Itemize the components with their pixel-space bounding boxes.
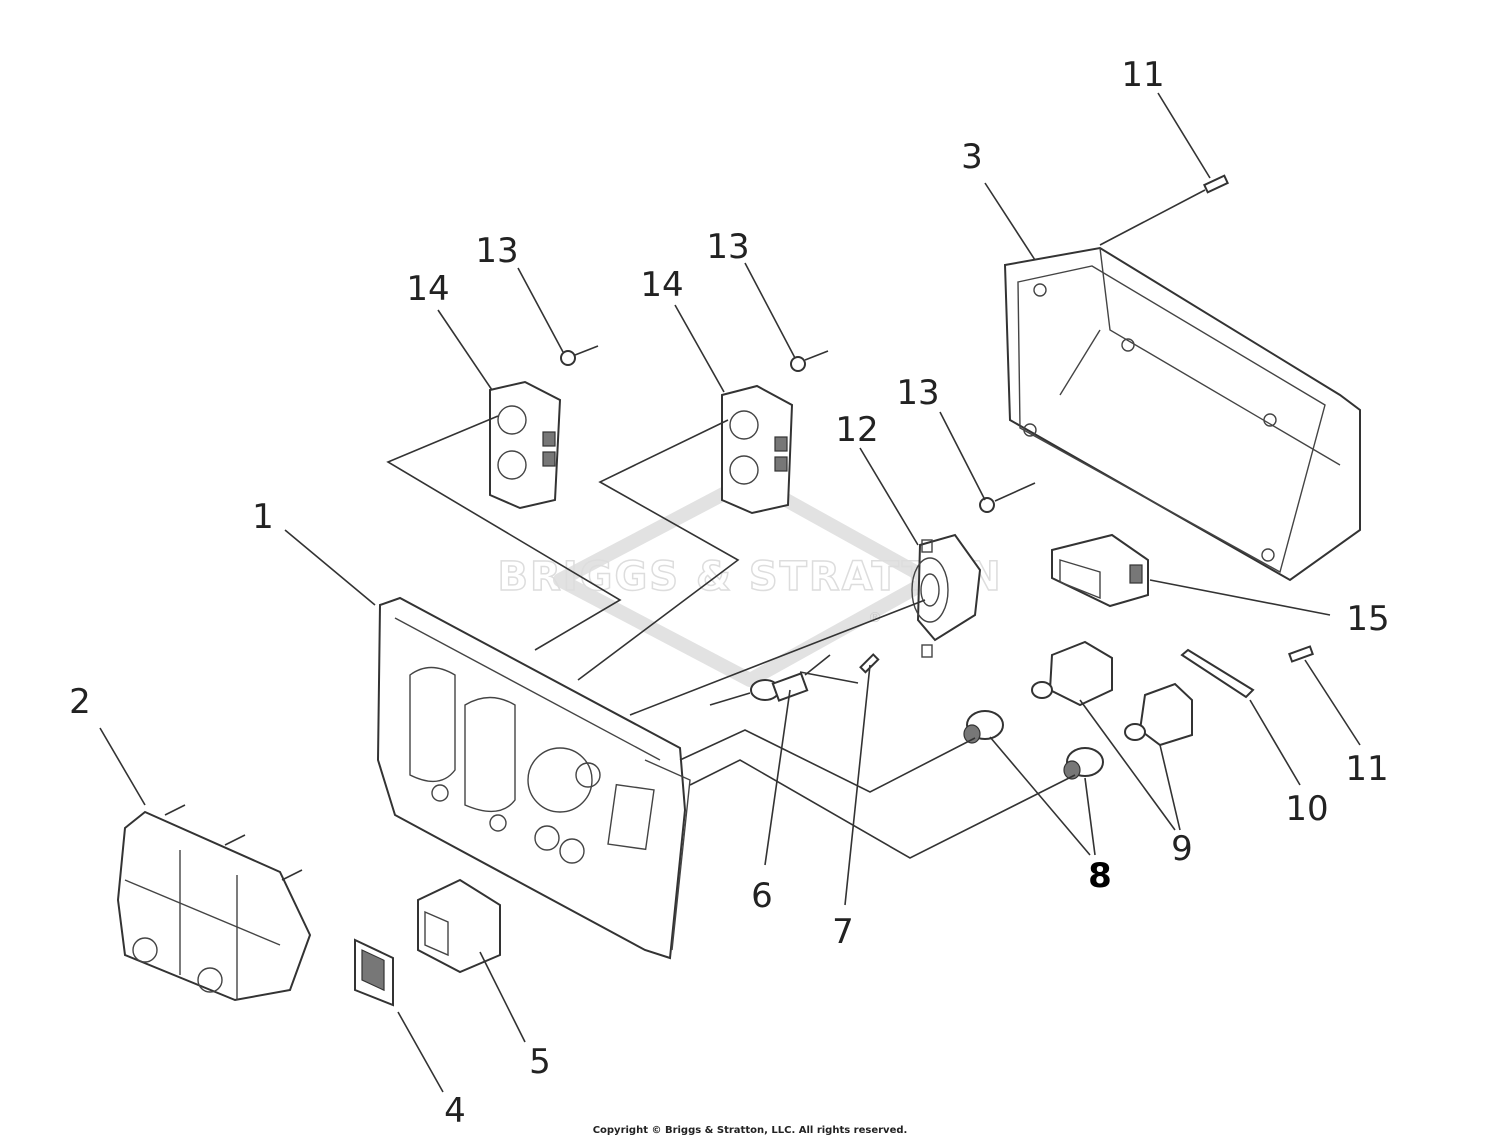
part-14-receptacle-left — [489, 380, 562, 510]
callout-13-middle: 13 — [706, 227, 749, 267]
part-15-switch-module — [1051, 533, 1331, 616]
leader-lines — [99, 92, 1361, 1093]
callout-6: 6 — [751, 876, 773, 916]
callout-12: 12 — [835, 410, 878, 450]
callout-5: 5 — [529, 1042, 551, 1082]
part-3-control-box — [1003, 246, 1361, 582]
callout-11-right: 11 — [1345, 749, 1388, 789]
watermark-registered: ® — [868, 610, 882, 626]
part-10-bus-bar — [1180, 648, 1255, 699]
callout-15: 15 — [1346, 599, 1389, 639]
part-9-breaker-upper — [1031, 640, 1113, 707]
callout-11-top: 11 — [1121, 55, 1164, 95]
copyright-notice: Copyright © Briggs & Stratton, LLC. All … — [592, 1125, 908, 1136]
part-8-cap-upper — [963, 710, 1004, 744]
callout-13-right: 13 — [896, 373, 939, 413]
callout-13-left: 13 — [475, 231, 518, 271]
part-4-rocker-switch — [354, 938, 394, 1007]
part-13-nut-middle — [790, 350, 829, 372]
callout-8: 8 — [1088, 856, 1112, 896]
callout-14-right: 14 — [640, 265, 683, 305]
callout-14-left: 14 — [406, 269, 449, 309]
callout-4: 4 — [444, 1091, 466, 1131]
part-12-twist-lock-receptacle — [911, 533, 982, 658]
part-11-screw-top — [1099, 174, 1229, 246]
part-5-switch-housing — [417, 878, 501, 974]
callout-10: 10 — [1285, 789, 1328, 829]
part-6-indicator-lamp — [750, 654, 831, 702]
part-14-receptacle-right — [721, 384, 794, 515]
part-13-nut-right — [979, 482, 1036, 513]
part-1-front-panel — [376, 596, 691, 960]
callout-1: 1 — [252, 497, 274, 537]
part-11-screw-right — [1288, 645, 1314, 663]
part-2-outlet-cover — [116, 804, 312, 1002]
callout-9: 9 — [1171, 829, 1193, 869]
part-8-cap-lower — [1063, 747, 1104, 780]
callout-2: 2 — [69, 682, 91, 722]
part-7-screw — [859, 653, 880, 674]
callout-7: 7 — [832, 912, 854, 952]
callout-labels: 1 2 3 4 5 6 7 8 9 10 11 11 12 13 13 13 1… — [69, 55, 1389, 1131]
part-13-nut-left — [560, 345, 599, 366]
callout-3: 3 — [961, 137, 983, 177]
part-9-breaker-lower — [1124, 682, 1193, 747]
